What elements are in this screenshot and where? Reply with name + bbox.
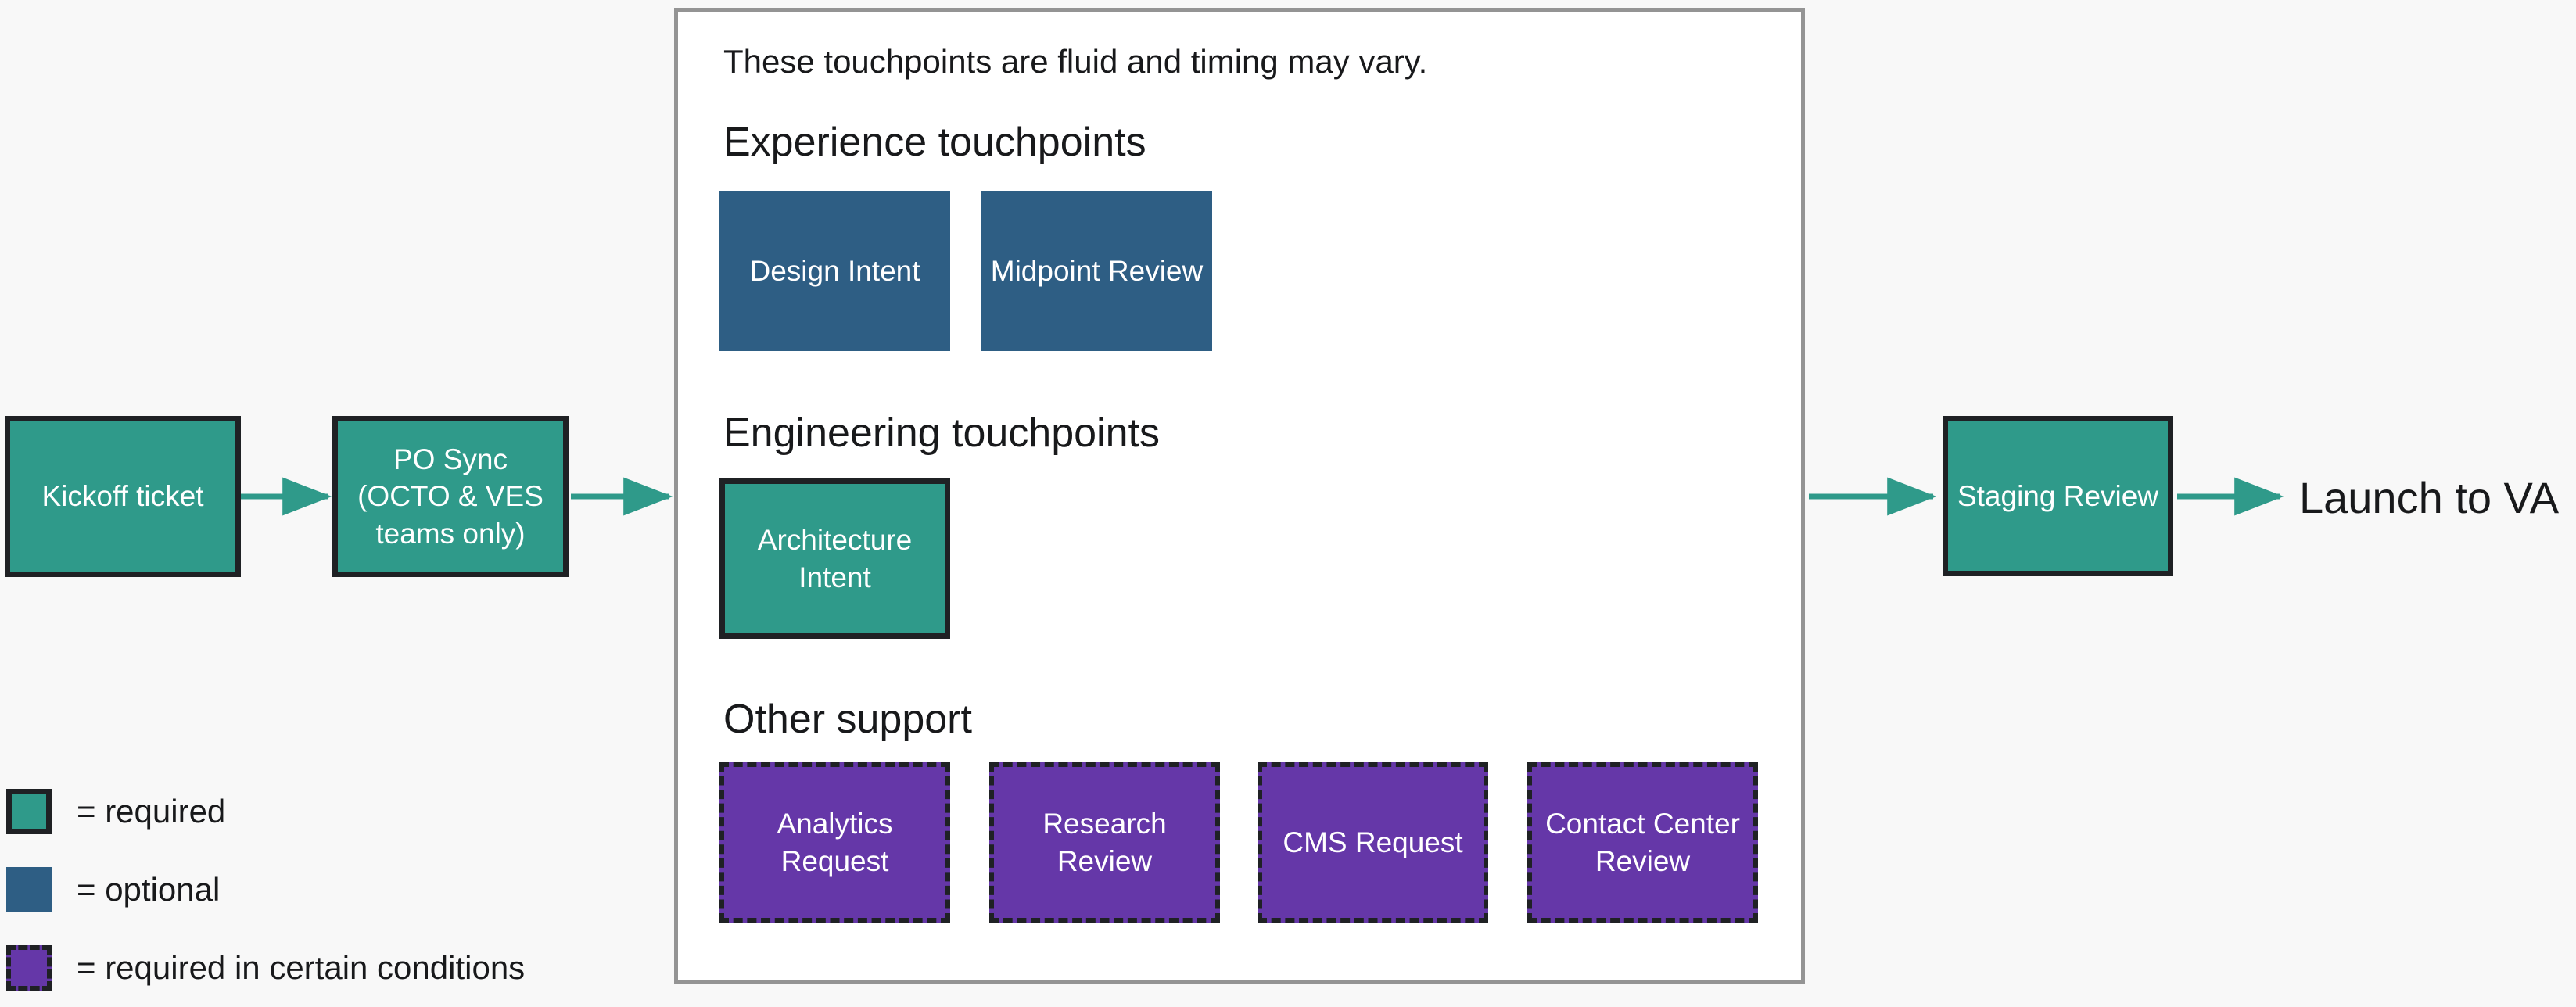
flow-node-staging-review[interactable]: Staging Review <box>1943 416 2173 576</box>
touchpoint-research-review[interactable]: Research Review <box>989 762 1220 923</box>
touchpoint-label: Research Review <box>1042 808 1167 877</box>
section-title-other-support: Other support <box>723 697 972 742</box>
legend-label: = required in certain conditions <box>77 949 526 986</box>
legend-label: = optional <box>77 871 221 908</box>
touchpoint-label: CMS Request <box>1283 826 1463 858</box>
flow-node-label: Staging Review <box>1957 479 2159 512</box>
legend-swatch-optional-icon <box>6 867 52 912</box>
flow-terminal-launch-to-va: Launch to VA <box>2299 473 2560 522</box>
legend-item-optional: = optional <box>6 851 525 929</box>
touchpoint-design-intent[interactable]: Design Intent <box>719 191 950 351</box>
legend-item-conditional: = required in certain conditions <box>6 929 525 1007</box>
touchpoint-label: Midpoint Review <box>990 254 1204 287</box>
legend-swatch-required-icon <box>6 789 52 834</box>
touchpoint-cms-request[interactable]: CMS Request <box>1258 762 1488 923</box>
flow-node-kickoff-ticket[interactable]: Kickoff ticket <box>5 416 241 577</box>
touchpoint-midpoint-review[interactable]: Midpoint Review <box>981 191 1212 351</box>
touchpoint-label: Design Intent <box>749 254 920 287</box>
legend: = required = optional = required in cert… <box>6 772 525 1007</box>
panel-intro-text: These touchpoints are fluid and timing m… <box>723 43 1428 80</box>
flow-node-label: Kickoff ticket <box>41 480 204 513</box>
section-title-experience: Experience touchpoints <box>723 120 1146 165</box>
legend-label: = required <box>77 793 226 830</box>
legend-swatch-conditional-icon <box>6 945 52 991</box>
section-title-engineering: Engineering touchpoints <box>723 410 1160 456</box>
legend-item-required: = required <box>6 772 525 851</box>
